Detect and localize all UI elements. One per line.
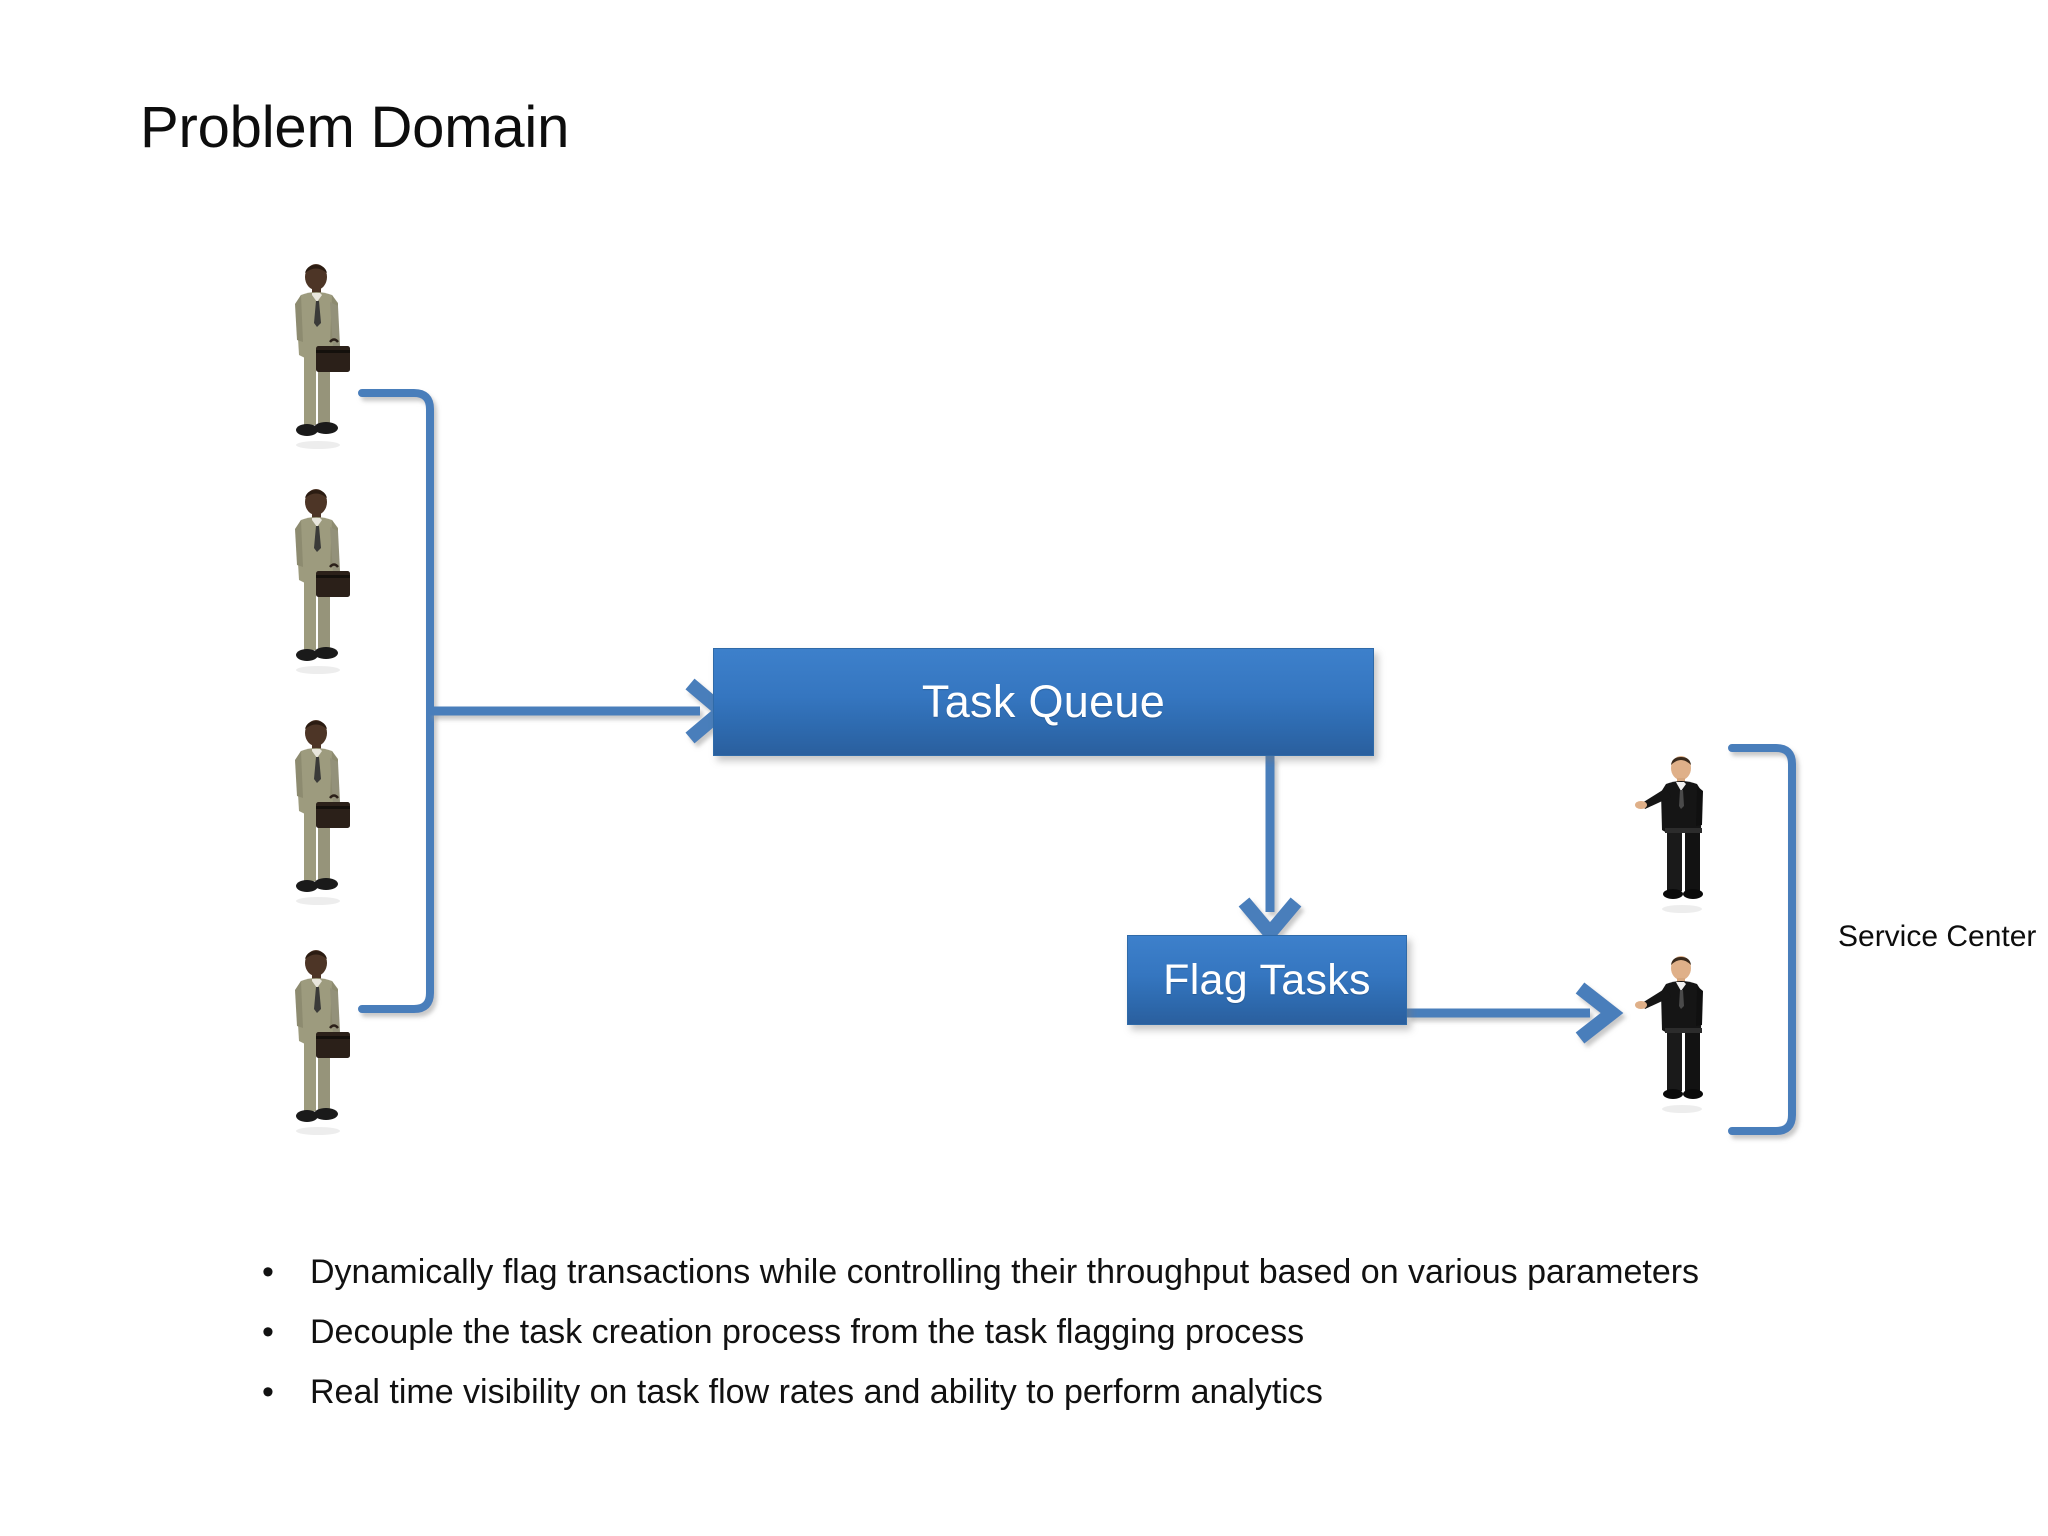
process-box-flag-tasks[interactable]: Flag Tasks	[1127, 935, 1407, 1025]
process-box-task-queue-label: Task Queue	[921, 676, 1166, 727]
service-center-label: Service Center	[1838, 920, 2037, 953]
bullet-marker-icon: •	[262, 1253, 274, 1291]
customer-figure	[272, 948, 364, 1138]
bullet-marker-icon: •	[262, 1373, 274, 1411]
service-center-bracket	[1728, 744, 1796, 1135]
service-rep-figure	[1632, 955, 1724, 1115]
list-item: • Decouple the task creation process fro…	[252, 1308, 1952, 1356]
process-box-task-queue[interactable]: Task Queue	[713, 648, 1374, 756]
bullet-list: • Dynamically flag transactions while co…	[252, 1248, 1952, 1428]
customer-figure	[272, 262, 364, 452]
process-box-flag-tasks-label: Flag Tasks	[1163, 955, 1371, 1004]
arrow-task-queue-to-flag-tasks	[1238, 756, 1302, 944]
service-rep-figure	[1632, 755, 1724, 915]
bullet-marker-icon: •	[262, 1313, 274, 1351]
customer-figure	[272, 487, 364, 677]
arrow-customers-to-task-queue	[430, 678, 733, 744]
list-item: • Real time visibility on task flow rate…	[252, 1368, 1952, 1416]
left-group-bracket	[358, 389, 434, 1013]
list-item-text: Dynamically flag transactions while cont…	[310, 1253, 1700, 1291]
list-item: • Dynamically flag transactions while co…	[252, 1248, 1952, 1296]
list-item-text: Real time visibility on task flow rates …	[310, 1373, 1323, 1411]
customer-figure	[272, 718, 364, 908]
list-item-text: Decouple the task creation process from …	[310, 1313, 1305, 1351]
arrow-flag-tasks-to-service-center	[1407, 982, 1624, 1044]
page-title: Problem Domain	[140, 95, 570, 160]
